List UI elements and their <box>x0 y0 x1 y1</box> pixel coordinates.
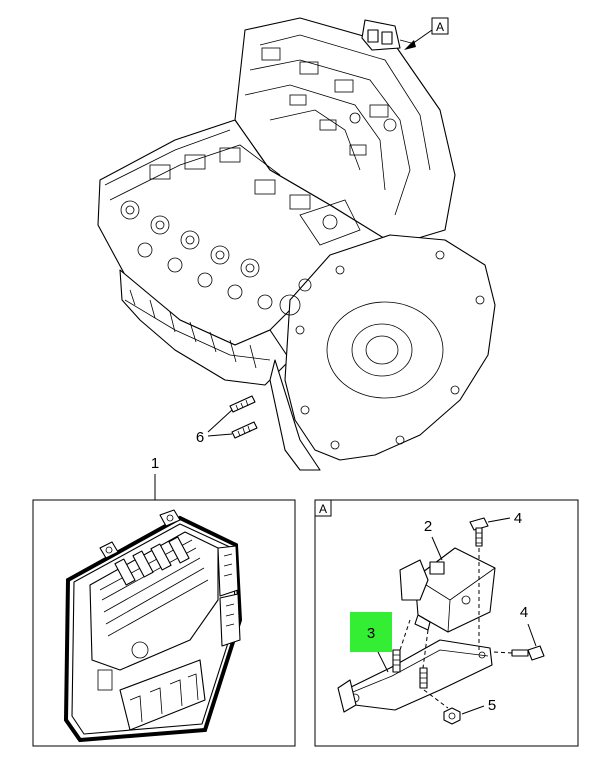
callout-3-number: 3 <box>367 625 375 642</box>
studs <box>229 395 258 439</box>
mounting-bracket <box>337 639 493 713</box>
view-a-indicator: A <box>404 17 449 50</box>
detail-a-label-box <box>314 499 332 517</box>
view-a-label: A <box>436 20 444 34</box>
bolt-right <box>493 645 545 661</box>
callout-5-number: 5 <box>488 697 496 714</box>
highlight-box[interactable] <box>350 612 392 652</box>
callout-4-top-number: 4 <box>514 510 522 527</box>
callout-3-highlight[interactable]: 3 <box>350 612 392 673</box>
engine-assembly <box>97 17 496 471</box>
callout-4-top: 4 <box>487 510 522 527</box>
callout-5: 5 <box>461 697 496 715</box>
relay-module <box>399 547 496 633</box>
callout-1: 1 <box>151 455 159 500</box>
callout-4-right-number: 4 <box>520 604 528 621</box>
detail-a-label: A <box>319 502 327 516</box>
callout-1-number: 1 <box>151 455 159 472</box>
callout-6: 6 <box>196 409 233 446</box>
callout-2: 2 <box>424 518 443 561</box>
ecm-detail-frame <box>32 499 296 747</box>
bolt-top <box>469 517 489 650</box>
view-a-label-box <box>431 17 449 35</box>
nut <box>423 689 461 725</box>
callout-2-number: 2 <box>424 518 432 535</box>
ecm-module <box>63 509 243 743</box>
callout-6-number: 6 <box>196 429 204 446</box>
callout-4-right: 4 <box>520 604 537 647</box>
detail-a-frame <box>314 499 579 747</box>
